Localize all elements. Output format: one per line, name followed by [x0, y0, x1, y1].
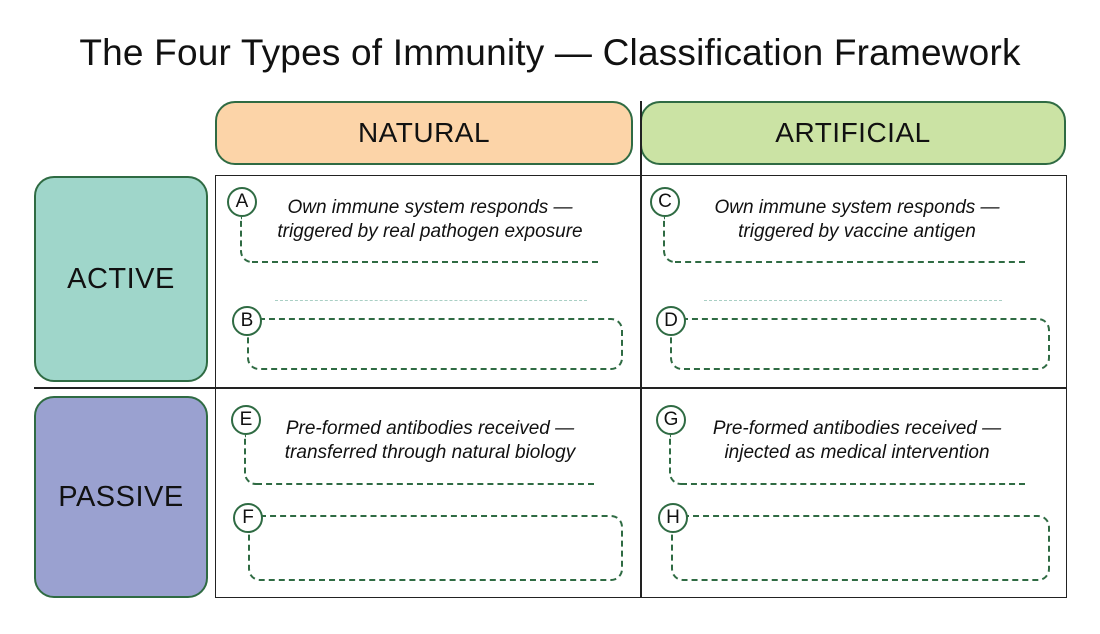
column-header-natural: NATURAL: [215, 101, 633, 165]
dashed-connector: [669, 435, 681, 485]
cell-passive-natural: E Pre-formed antibodies received — trans…: [215, 388, 640, 598]
cell-description: Own immune system responds — triggered b…: [682, 196, 1032, 244]
page-title: The Four Types of Immunity — Classificat…: [79, 32, 1021, 73]
letter-badge-e: E: [231, 405, 261, 435]
description-line: Own immune system responds —: [287, 197, 573, 218]
column-header-artificial: ARTIFICIAL: [640, 101, 1066, 165]
answer-box[interactable]: [248, 515, 623, 581]
cell-description: Pre-formed antibodies received — injecte…: [682, 417, 1032, 465]
description-line: transferred through natural biology: [284, 442, 576, 463]
answer-line: [256, 483, 594, 485]
letter-badge-d: D: [656, 306, 686, 336]
row-header-label: ACTIVE: [67, 262, 175, 295]
cell-passive-artificial: G Pre-formed antibodies received — injec…: [640, 388, 1067, 598]
row-header-label: PASSIVE: [58, 480, 184, 513]
letter-badge-c: C: [650, 187, 680, 217]
description-line: Own immune system responds —: [714, 197, 1000, 218]
description-line: triggered by real pathogen exposure: [277, 221, 583, 242]
cell-description: Pre-formed antibodies received — transfe…: [255, 417, 605, 465]
cell-active-artificial: C Own immune system responds — triggered…: [640, 175, 1067, 387]
row-header-passive: PASSIVE: [34, 396, 208, 598]
cell-description: Own immune system responds — triggered b…: [255, 196, 605, 244]
dashed-connector: [663, 217, 675, 263]
description-line: Pre-formed antibodies received —: [285, 418, 575, 439]
letter-badge-g: G: [656, 405, 686, 435]
answer-line: [252, 261, 598, 263]
description-line: triggered by vaccine antigen: [738, 221, 976, 242]
faint-separator: [275, 300, 587, 301]
letter-badge-a: A: [227, 187, 257, 217]
row-header-active: ACTIVE: [34, 176, 208, 382]
grid-divider-horizontal: [34, 387, 1067, 389]
answer-box[interactable]: [670, 318, 1050, 370]
letter-badge-h: H: [658, 503, 688, 533]
description-line: injected as medical intervention: [724, 442, 990, 463]
letter-badge-b: B: [232, 306, 262, 336]
dashed-connector: [240, 217, 252, 263]
answer-box[interactable]: [671, 515, 1050, 581]
answer-line: [681, 483, 1025, 485]
cell-active-natural: A Own immune system responds — triggered…: [215, 175, 640, 387]
column-header-label: NATURAL: [357, 117, 491, 148]
answer-box[interactable]: [247, 318, 623, 370]
faint-separator: [704, 300, 1002, 301]
grid-divider-vertical: [640, 101, 642, 598]
answer-line: [675, 261, 1025, 263]
letter-badge-f: F: [233, 503, 263, 533]
description-line: Pre-formed antibodies received —: [712, 418, 1002, 439]
column-header-label: ARTIFICIAL: [775, 117, 931, 148]
